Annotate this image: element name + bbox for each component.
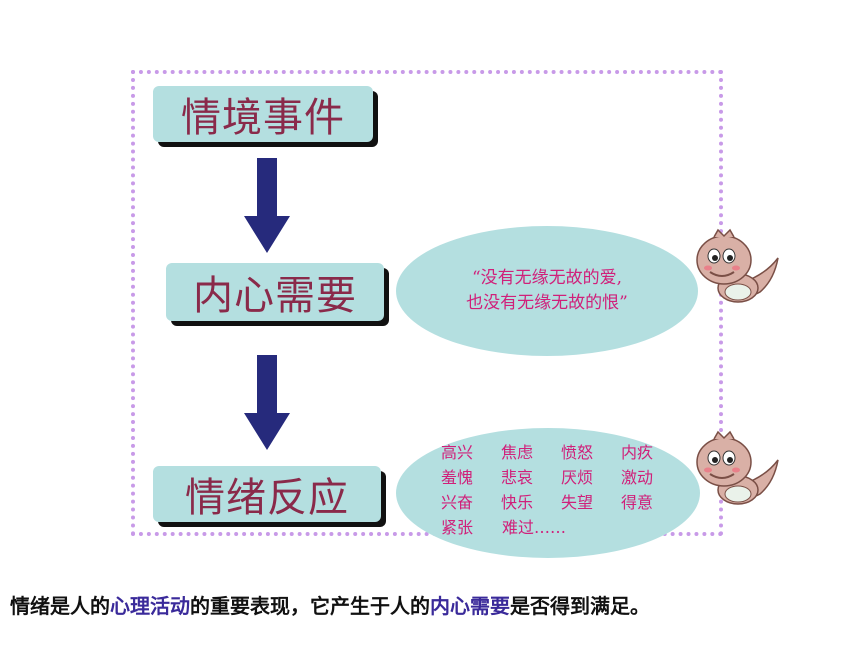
emotions-bubble xyxy=(396,428,700,558)
emotions-grid: 高兴 焦虑 愤怒 内疚 羞愧 悲哀 厌烦 激动 兴奋 快乐 失望 得意 紧张 难… xyxy=(441,440,681,540)
step-inner-need: 内心需要 xyxy=(166,263,384,321)
footer-text: 是否得到满足。 xyxy=(510,594,650,618)
quote-bubble xyxy=(396,226,698,356)
emotion-word: 得意 xyxy=(621,493,654,512)
emotion-word: 内疚 xyxy=(621,443,654,462)
emotions-row: 高兴 焦虑 愤怒 内疚 xyxy=(441,440,681,465)
down-arrow-icon xyxy=(244,355,290,450)
emotion-word: 激动 xyxy=(621,468,654,487)
quote-line: “没有无缘无故的爱, xyxy=(471,268,623,288)
footer-highlight: 内心需要 xyxy=(430,594,510,618)
emotions-row: 兴奋 快乐 失望 得意 xyxy=(441,490,681,515)
emotion-word: 兴奋 xyxy=(441,493,474,512)
emotion-word: 羞愧 xyxy=(441,468,474,487)
emotion-word: 愤怒 xyxy=(561,443,594,462)
quote-line: 也没有无缘无故的恨” xyxy=(466,293,628,313)
emotion-word: 难过…… xyxy=(502,518,567,537)
footer-text: 情绪是人的 xyxy=(10,594,110,618)
dinosaur-mascot-icon xyxy=(696,228,779,303)
emotions-row: 羞愧 悲哀 厌烦 激动 xyxy=(441,465,681,490)
step-label: 情境事件 xyxy=(181,95,345,141)
emotion-word: 悲哀 xyxy=(501,468,534,487)
step-situation-event: 情境事件 xyxy=(153,86,373,142)
step-label: 内心需要 xyxy=(193,273,357,319)
dinosaur-mascot-icon xyxy=(696,430,779,505)
emotion-word: 紧张 xyxy=(441,518,474,537)
dotted-frame xyxy=(131,70,723,536)
step-emotional-reaction: 情绪反应 xyxy=(153,466,381,522)
emotion-word: 焦虑 xyxy=(501,443,534,462)
emotion-word: 快乐 xyxy=(501,493,534,512)
emotion-word: 高兴 xyxy=(441,443,474,462)
emotion-word: 厌烦 xyxy=(561,468,594,487)
quote-text: “没有无缘无故的爱, 也没有无缘无故的恨” xyxy=(432,266,662,316)
emotions-row: 紧张 难过…… xyxy=(441,515,681,540)
emotion-word: 失望 xyxy=(561,493,594,512)
footer-text: 的重要表现，它产生于人的 xyxy=(190,594,430,618)
down-arrow-icon xyxy=(244,158,290,253)
footer-statement: 情绪是人的心理活动的重要表现，它产生于人的内心需要是否得到满足。 xyxy=(10,590,855,619)
step-label: 情绪反应 xyxy=(185,475,349,521)
footer-highlight: 心理活动 xyxy=(110,594,190,618)
